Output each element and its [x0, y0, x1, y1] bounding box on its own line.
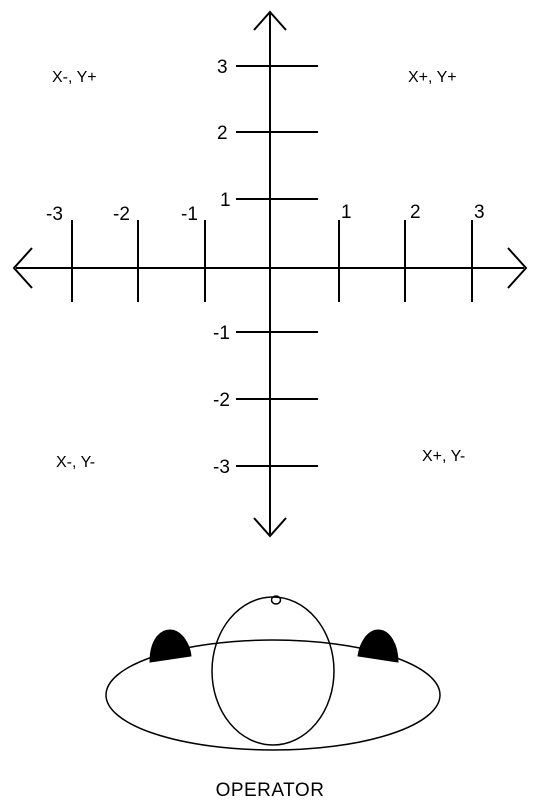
operator-figure: [105, 595, 441, 751]
y-axis-top-arrowhead: [253, 10, 287, 31]
left-ear-icon: [149, 629, 192, 663]
x-tick-label-neg2: -2: [113, 204, 130, 225]
x-tick-label-pos1: 1: [341, 202, 352, 223]
x-axis: -3 -2 -1 1 2 3: [12, 202, 528, 302]
y-tick-label-pos3: 3: [217, 57, 228, 78]
shoulders-icon: [105, 639, 441, 751]
head-icon: [211, 596, 335, 746]
x-tick-label-neg3: -3: [46, 204, 63, 225]
y-axis: 3 2 1 -1 -2 -3: [213, 10, 318, 538]
quadrant-label-top-right: X+, Y+: [408, 69, 457, 86]
operator-label: OPERATOR: [216, 780, 325, 801]
x-axis-left-arrowhead: [12, 247, 33, 289]
right-ear-icon: [357, 629, 399, 663]
y-tick-label-pos2: 2: [217, 123, 228, 144]
x-axis-right-arrowhead: [507, 247, 528, 289]
y-tick-label-pos1: 1: [220, 190, 231, 211]
nose-icon: [270, 595, 282, 605]
y-axis-bottom-arrowhead: [253, 517, 287, 538]
x-tick-label-pos2: 2: [410, 202, 421, 223]
quadrant-label-top-left: X-, Y+: [52, 69, 97, 86]
quadrant-label-bottom-right: X+, Y-: [422, 448, 465, 465]
y-tick-label-neg1: -1: [213, 323, 230, 344]
quadrant-label-bottom-left: X-, Y-: [56, 454, 95, 471]
y-tick-label-neg3: -3: [213, 457, 230, 478]
x-tick-label-neg1: -1: [181, 204, 198, 225]
y-tick-label-neg2: -2: [213, 390, 230, 411]
x-tick-label-pos3: 3: [474, 202, 485, 223]
